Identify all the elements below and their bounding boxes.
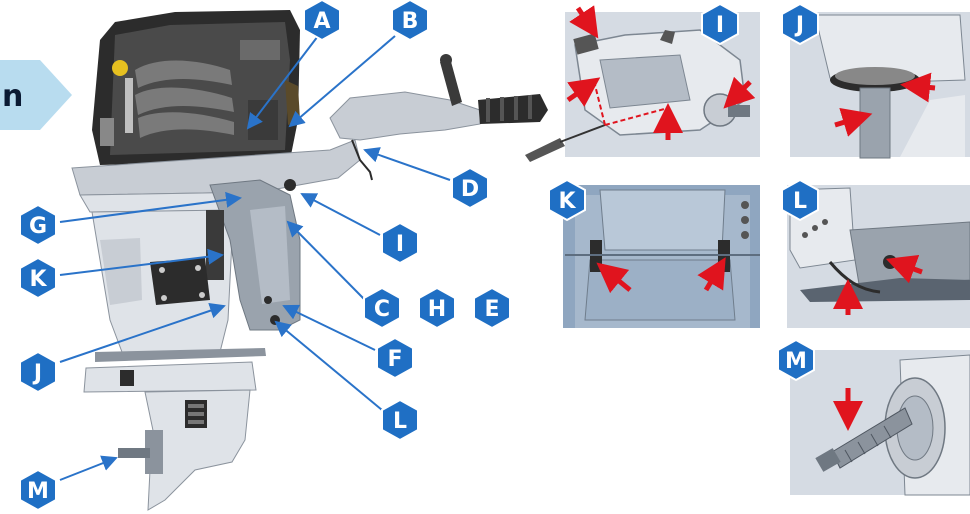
banner-text: n <box>2 79 23 114</box>
callout-label: H <box>428 297 446 322</box>
callout-L: L <box>381 398 419 442</box>
section-banner: n <box>0 60 72 130</box>
callout-G: G <box>19 203 57 247</box>
callout-label: A <box>313 9 330 34</box>
leader-L <box>274 320 383 411</box>
inset-I: I <box>525 2 760 162</box>
callout-J: J <box>19 350 57 394</box>
callout-label: G <box>29 214 47 239</box>
callout-I: I <box>381 221 419 265</box>
svg-text:K: K <box>558 189 576 214</box>
callout-label: I <box>396 232 404 257</box>
leader-D <box>363 147 451 181</box>
callout-label: C <box>374 297 390 322</box>
callout-E: E <box>473 286 511 330</box>
leader-I <box>300 193 381 236</box>
callout-K: K <box>19 256 57 300</box>
leader-B <box>288 35 396 128</box>
leader-G <box>59 191 242 223</box>
callout-label: M <box>27 479 49 504</box>
callout-B: B <box>391 0 429 42</box>
callout-label: J <box>32 361 42 386</box>
callout-C: C <box>363 286 401 330</box>
leader-lines <box>59 35 451 481</box>
callout-label: F <box>387 347 402 372</box>
svg-text:J: J <box>794 13 804 38</box>
svg-text:I: I <box>716 13 724 38</box>
callout-D: D <box>451 166 489 210</box>
callout-H: H <box>418 286 456 330</box>
inset-L: L <box>781 178 970 328</box>
callout-F: F <box>376 336 414 380</box>
inset-M-badge: M <box>777 338 815 382</box>
inset-K-badge: K <box>548 178 586 222</box>
leader-M <box>59 455 118 481</box>
leader-A <box>246 35 319 130</box>
leader-K <box>59 248 224 276</box>
svg-text:M: M <box>785 349 807 374</box>
leader-J <box>59 302 226 363</box>
inset-J-badge: J <box>781 2 819 46</box>
callout-label: K <box>29 267 47 292</box>
callout-A: A <box>303 0 341 42</box>
callout-label: D <box>461 177 479 202</box>
inset-I-badge: I <box>701 2 739 46</box>
leader-C <box>286 220 366 301</box>
inset-K: K <box>548 178 760 328</box>
inset-J: J <box>781 2 970 159</box>
inset-M: M <box>777 338 970 496</box>
svg-text:L: L <box>793 189 807 214</box>
callout-label: E <box>484 297 499 322</box>
leader-F <box>282 304 376 351</box>
outboard-engine-illustration <box>71 10 548 511</box>
callout-label: B <box>402 9 419 34</box>
callout-label: L <box>393 409 407 434</box>
inset-L-badge: L <box>781 178 819 222</box>
callout-M: M <box>19 468 57 512</box>
